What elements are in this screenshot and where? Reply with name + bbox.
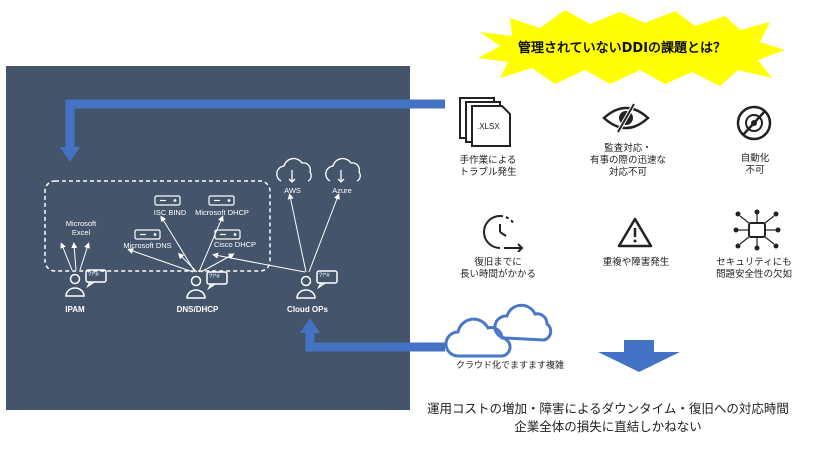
chat-glyph-ipam: ?!*#: [88, 272, 99, 278]
flow-arrow-top-head: [60, 147, 80, 162]
conclusion-line-2: 企業全体の損失に直結しかねない: [514, 419, 702, 434]
svg-text:.XLSX: .XLSX: [477, 122, 500, 131]
label-microsoft-excel: Microsoft Excel: [65, 219, 97, 237]
label-microsoft-dns: Microsoft DNS: [123, 241, 172, 250]
flow-arrow-bottom: [305, 330, 445, 352]
user-icon-cloud-ops: [296, 270, 338, 299]
user-icon-ipam: [65, 269, 107, 297]
user-icon-dns-dhcp: [186, 271, 228, 299]
conclusion-text: 運用コストの増加・障害によるダウンタイム・復旧への対応時間 企業全体の損失に直結…: [398, 400, 818, 436]
page-title: 管理されていないDDIの課題とは？: [518, 41, 727, 56]
flow-arrow-top: [65, 99, 445, 150]
server-icon-cisco-dhcp: [214, 229, 241, 240]
label-dns-dhcp: DNS/DHCP: [176, 305, 219, 314]
issue-text-audit: 監査対応・ 有事の際の迅速な 対応不可: [589, 143, 666, 178]
server-icon-isc-bind: [154, 195, 181, 206]
bug-network-icon: [733, 209, 781, 251]
label-azure: Azure: [332, 186, 352, 195]
eye-blocked-icon: [602, 103, 650, 133]
complex-cloud-icon: [444, 303, 553, 358]
label-isc-bind: ISC BIND: [153, 208, 187, 217]
clock-history-icon: [483, 214, 524, 252]
chat-glyph-cloud-ops: ?!*#: [319, 273, 330, 279]
server-icon-microsoft-dns: [134, 229, 161, 240]
issue-text-recovery: 復旧までに 長い時間がかかる: [459, 257, 536, 280]
dns-dhcp-connectors: [127, 215, 235, 273]
burst-shape: [478, 10, 785, 86]
spreadsheet-file-icon: .XLSX: [459, 97, 511, 147]
cloud-icon-aws: [276, 157, 312, 183]
cloud-complexity-note: クラウド化でますます複雑: [455, 361, 564, 371]
label-cloud-ops: Cloud OPs: [287, 305, 328, 314]
on-prem-group-border: [44, 180, 271, 272]
conclusion-line-1: 運用コストの増加・障害によるダウンタイム・復旧への対応時間: [427, 401, 789, 416]
issue-text-duplication: 重複や障害発生: [602, 257, 670, 268]
ipam-connectors: [60, 242, 90, 271]
issue-text-manual-errors: 手作業による トラブル発生: [459, 155, 517, 178]
issue-text-automation: 自動化 不可: [740, 153, 770, 176]
server-icon-microsoft-dhcp: [208, 195, 235, 206]
label-aws: AWS: [284, 186, 301, 195]
automation-disabled-icon: [736, 105, 772, 141]
label-microsoft-dhcp: Microsoft DHCP: [195, 208, 249, 217]
result-down-arrow: [598, 340, 680, 372]
cloud-ops-connectors: [212, 193, 340, 273]
label-ipam: IPAM: [65, 305, 85, 314]
cloud-icon-azure: [325, 157, 361, 183]
issue-text-security: セキュリティにも 問題安全性の欠如: [715, 257, 792, 280]
title-burst: [478, 10, 785, 86]
label-cisco-dhcp: Cisco DHCP: [213, 240, 257, 249]
chat-glyph-dns-dhcp: ?!*#: [209, 274, 220, 280]
flow-arrow-bottom-head: [300, 318, 320, 333]
warning-icon: [617, 217, 653, 248]
